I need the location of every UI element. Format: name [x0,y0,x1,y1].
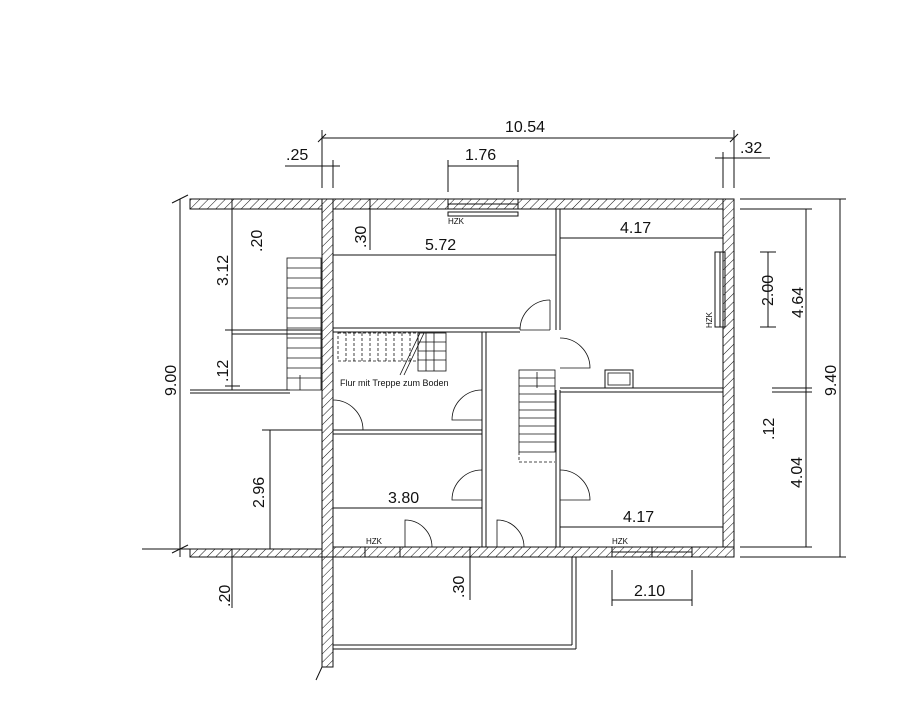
door-left-mid [332,399,364,431]
doors [332,299,591,548]
wall-left-extension-bottom [189,548,323,558]
door-top-hall [519,299,551,331]
wall-top [321,198,735,210]
hzk-top-label: HZK [448,217,465,226]
windows [364,198,726,558]
door-hall-mid [451,389,483,421]
wall-left-extension-top [189,198,323,210]
lower-outline [315,557,577,681]
door-right-upper [559,337,591,369]
dim-left-upper: 3.12 [215,255,232,286]
dim-right-window: 2.00 [760,275,777,306]
wall-lower-left [321,556,334,668]
door-bottom-mid [496,519,525,548]
dim-room-bottom-left: 3.80 [388,490,419,507]
dim-room-bottom-right: 4.17 [623,509,654,526]
dim-right-mid: .12 [761,418,778,440]
dim-right-offset: .32 [740,140,762,157]
dim-left-mid: .12 [215,360,232,382]
hallway-label: Flur mit Treppe zum Boden [340,378,449,388]
stairs-main [518,369,556,463]
door-right-lower [559,469,591,501]
door-hall-lower [451,469,483,501]
dim-right-lower: 4.04 [789,457,806,488]
dim-room-top-left: 5.72 [425,237,456,254]
dim-right-upper: 4.64 [790,287,807,318]
exterior-walls [189,198,735,668]
dim-left-offset: .25 [286,147,308,164]
stairs-attic [337,332,447,376]
dim-overall-width: 10.54 [505,119,545,136]
dim-left-total: 9.00 [163,365,180,396]
dim-left-top: .20 [249,230,266,252]
dimension-labels: 10.54 .25 1.76 .32 5.72 4.17 3.80 4.17 .… [163,119,840,607]
hzk-bottom-right-label: HZK [612,537,629,546]
dim-bottom-mid: .30 [451,576,468,598]
dim-wall-top: .30 [353,226,370,248]
interior-walls [190,209,723,547]
stairs-left [286,257,322,391]
dim-left-lower: 2.96 [251,477,268,508]
dim-bottom-left: .20 [217,585,234,607]
dim-window-top: 1.76 [465,147,496,164]
dimension-lines [142,130,846,608]
dim-bottom-window: 2.10 [634,583,665,600]
chimney [604,369,634,389]
dim-room-top-right: 4.17 [620,220,651,237]
door-bottom-left [404,519,433,548]
hzk-bottom-left-label: HZK [366,537,383,546]
dim-right-total: 9.40 [823,365,840,396]
hzk-right-label: HZK [705,311,714,328]
room-labels: HZK HZK HZK HZK Flur mit Treppe zum Bode… [340,217,714,546]
wall-left [321,198,334,558]
